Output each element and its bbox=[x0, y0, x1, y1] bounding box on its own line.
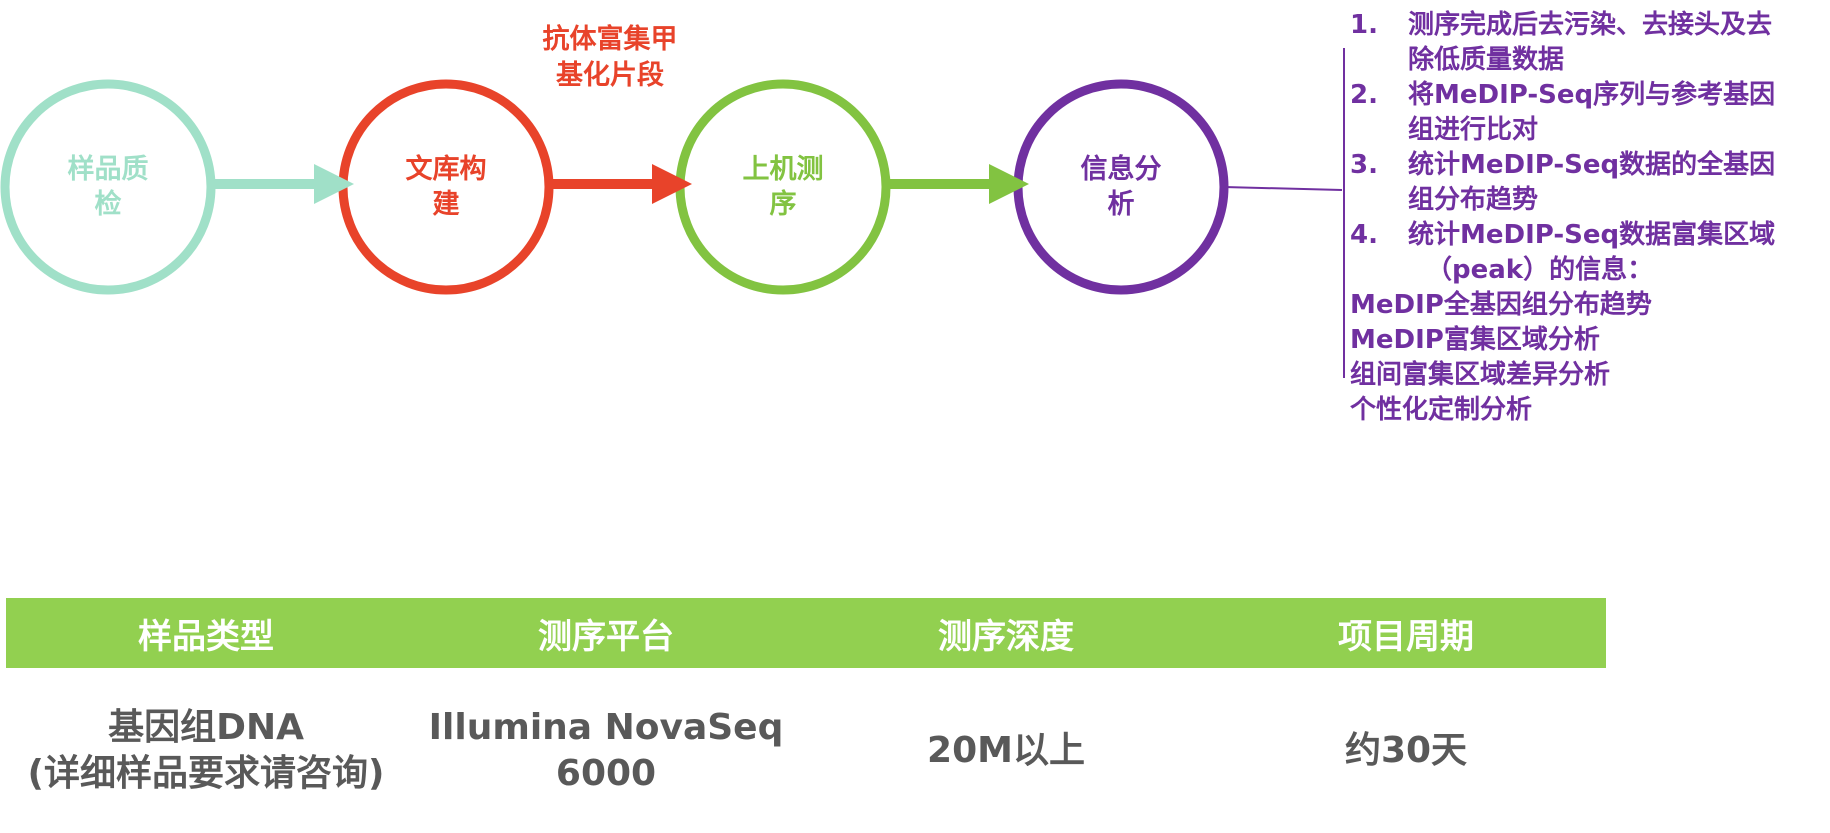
analysis-extra-item: MeDIP富集区域分析 bbox=[1350, 325, 1600, 355]
table-header-row: 样品类型 测序平台 测序深度 项目周期 bbox=[6, 598, 1606, 668]
header-depth: 测序深度 bbox=[806, 598, 1206, 668]
cell-depth: 20M以上 bbox=[927, 729, 1085, 771]
analysis-step-label: 信息分 析 bbox=[1080, 154, 1162, 220]
service-spec-table: 样品类型 测序平台 测序深度 项目周期 基因组DNA (详细样品要求请咨询) I… bbox=[6, 598, 1606, 833]
header-cycle: 项目周期 bbox=[1206, 598, 1606, 668]
header-platform: 测序平台 bbox=[406, 598, 806, 668]
library-step-label: 文库构 建 bbox=[405, 154, 487, 220]
qc-step-circle bbox=[0, 79, 216, 295]
table-row: 基因组DNA (详细样品要求请咨询) Illumina NovaSeq 6000… bbox=[6, 668, 1606, 833]
analysis-item-1: 1. 测序完成后去污染、去接头及去 除低质量数据 bbox=[1350, 10, 1773, 75]
analysis-extra-item: MeDIP全基因组分布趋势 bbox=[1350, 290, 1652, 320]
header-sample-type: 样品类型 bbox=[6, 598, 406, 668]
qc-step-label: 样品质 检 bbox=[67, 154, 149, 220]
analysis-content-list: 1. 测序完成后去污染、去接头及去 除低质量数据 2. 将MeDIP-Seq序列… bbox=[1350, 8, 1830, 428]
analysis-item-2: 2. 将MeDIP-Seq序列与参考基因 组进行比对 bbox=[1350, 80, 1776, 145]
analysis-extra-item: 组间富集区域差异分析 bbox=[1350, 360, 1611, 390]
cell-platform: Illumina NovaSeq 6000 bbox=[428, 706, 784, 794]
analysis-item-3: 3. 统计MeDIP-Seq数据的全基因 组分布趋势 bbox=[1350, 150, 1776, 215]
cell-cycle: 约30天 bbox=[1344, 729, 1468, 771]
analysis-connector-line bbox=[1223, 186, 1343, 191]
sequencing-step-label: 上机测 序 bbox=[742, 154, 824, 220]
analysis-extra-item: 个性化定制分析 bbox=[1350, 395, 1533, 425]
cell-sample-type: 基因组DNA (详细样品要求请咨询) bbox=[27, 706, 385, 794]
antibody-enrichment-note: 抗体富集甲 基化片段 bbox=[542, 24, 678, 91]
analysis-item-4: 4. 统计MeDIP-Seq数据富集区域 （peak）的信息： bbox=[1350, 220, 1776, 285]
